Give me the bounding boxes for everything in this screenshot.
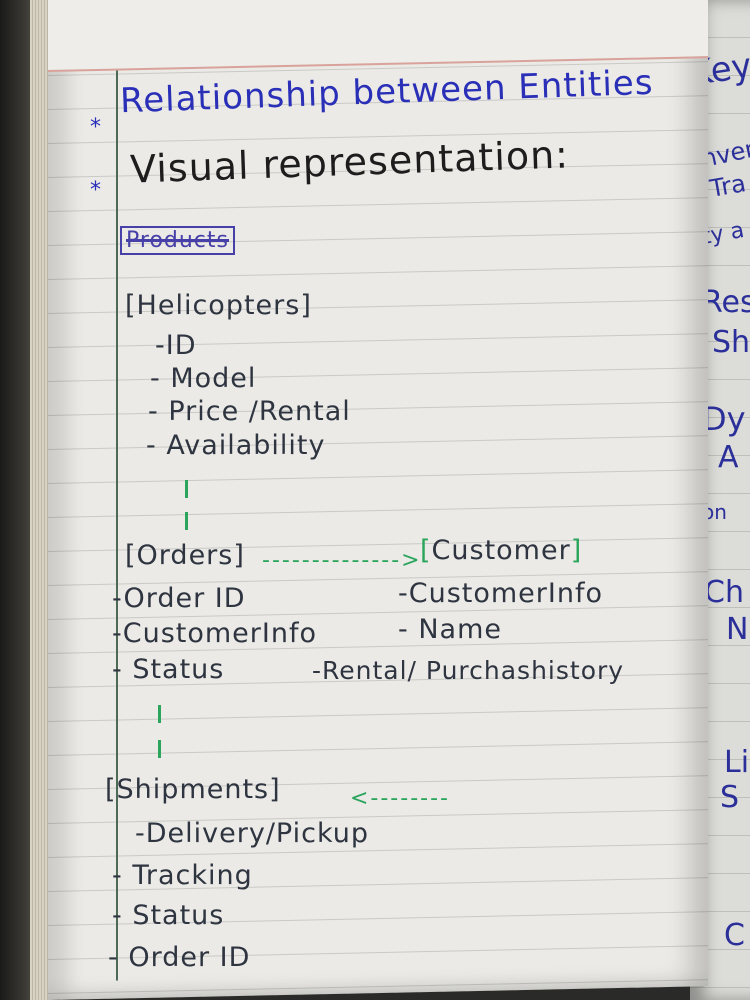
- entity-orders-label: [Orders]: [125, 540, 245, 571]
- right-fragment: S: [720, 780, 740, 815]
- entity-field: - Price /Rental: [148, 396, 351, 427]
- entity-field: - Model: [150, 363, 257, 394]
- connector-vertical: [158, 740, 161, 758]
- connector-vertical: [185, 512, 188, 530]
- entity-field: -CustomerInfo: [398, 578, 603, 609]
- entity-field: -Rental/ Purchashistory: [312, 656, 625, 685]
- right-fragment: Res: [702, 285, 750, 320]
- entity-field: - Status: [112, 654, 225, 685]
- bullet-star: *: [90, 115, 101, 140]
- entity-field: - Tracking: [112, 860, 253, 891]
- margin-line: [116, 70, 118, 981]
- connector-arrow-right: -------------->: [262, 548, 422, 573]
- entity-name: Customer: [431, 535, 571, 566]
- entity-field: -CustomerInfo: [112, 618, 317, 649]
- right-fragment: N: [726, 612, 749, 647]
- page-edges: [30, 0, 52, 1000]
- entity-name: Shipments: [116, 774, 270, 805]
- right-fragment: Li: [724, 745, 750, 780]
- entity-field: - Order ID: [108, 942, 251, 973]
- entity-helicopters-label: [Helicopters]: [125, 290, 312, 321]
- connector-arrow-left: <--------: [350, 786, 450, 811]
- entity-field: - Availability: [146, 430, 326, 461]
- struck-out-label: Products: [120, 226, 235, 255]
- entity-customer-label: [Customer]: [420, 535, 583, 566]
- right-fragment: A: [718, 440, 739, 475]
- bullet-star: *: [90, 178, 101, 203]
- connector-vertical: [158, 705, 161, 723]
- right-fragment: Tra: [707, 169, 748, 203]
- connector-vertical: [185, 480, 188, 498]
- right-fragment: Sh: [712, 325, 750, 360]
- entity-field: -ID: [155, 330, 197, 361]
- entity-name: Helicopters: [136, 290, 301, 321]
- entity-field: -Order ID: [112, 583, 246, 614]
- right-fragment: Ch: [704, 575, 744, 610]
- right-fragment: C: [724, 918, 745, 953]
- entity-shipments-label: [Shipments]: [105, 774, 281, 805]
- entity-field: - Status: [112, 900, 225, 931]
- right-fragment: Dy: [702, 400, 746, 438]
- entity-name: Orders: [136, 540, 234, 571]
- entity-field: -Delivery/Pickup: [135, 818, 370, 849]
- entity-field: - Name: [398, 614, 502, 645]
